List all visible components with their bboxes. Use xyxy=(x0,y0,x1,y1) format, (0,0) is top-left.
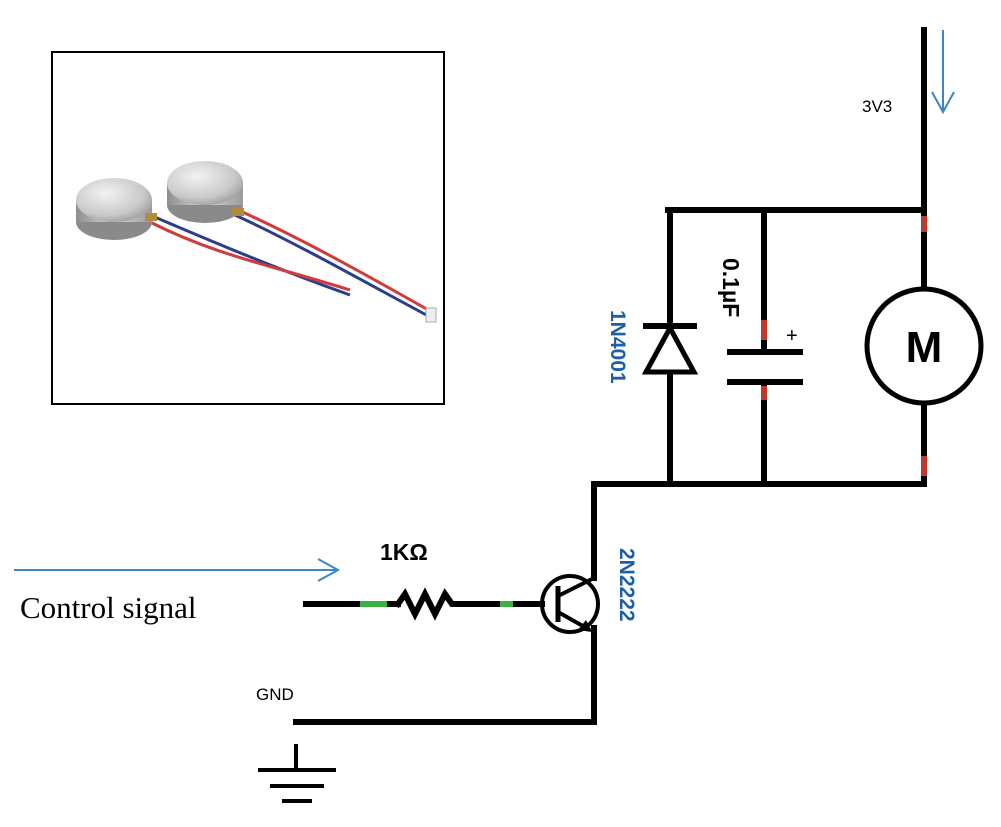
motor-label: M xyxy=(906,323,943,372)
capacitor-polarity-label: + xyxy=(786,325,798,347)
supply-label: 3V3 xyxy=(862,97,892,116)
supply-current-arrow xyxy=(931,30,955,115)
motor-photo xyxy=(51,51,445,405)
diode-1n4001 xyxy=(641,207,699,487)
transistor-2n2222 xyxy=(540,574,600,634)
transistor-label: 2N2222 xyxy=(615,548,638,622)
motor-symbol xyxy=(864,207,984,487)
capacitor-0-1uf xyxy=(727,207,803,487)
resistor-1k xyxy=(393,587,461,621)
coin-vibration-motor-icon xyxy=(76,161,437,323)
diode-label: 1N4001 xyxy=(606,310,629,384)
control-signal-arrow xyxy=(14,558,341,582)
ground-label: GND xyxy=(256,685,294,704)
capacitor-label: 0.1µF xyxy=(718,258,744,317)
control-signal-label: Control signal xyxy=(20,590,197,625)
resistor-label: 1KΩ xyxy=(380,539,428,565)
ground-icon xyxy=(258,744,336,803)
